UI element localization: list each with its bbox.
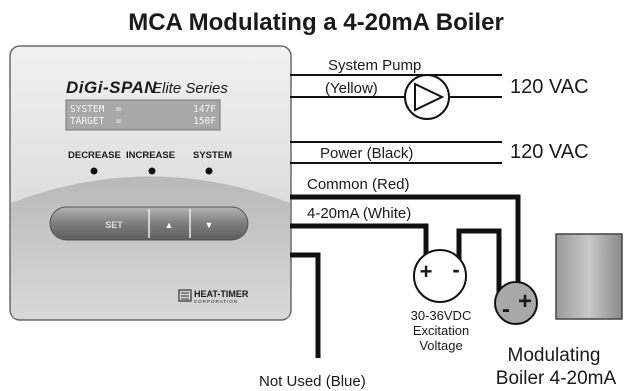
set-button[interactable] (60, 209, 148, 238)
boiler-label-line2: Boiler 4-20mA (496, 368, 617, 389)
power-wire-label: Power (Black) (320, 145, 413, 162)
power-supply-voltage: 120 VAC (510, 141, 589, 163)
pump-wire-color-label: (Yellow) (325, 80, 378, 97)
pump-symbol-icon (404, 74, 450, 120)
controller-unit: DiGi-SPAN Elite Series SYSTEM = 147F TAR… (9, 45, 292, 321)
lcd-target-label: TARGET = (70, 116, 122, 127)
up-arrow-icon: ▲ (165, 220, 174, 230)
not-used-wire-label: Not Used (Blue) (259, 373, 366, 390)
excitation-source: + - (413, 249, 467, 303)
boiler-terminal-block (494, 281, 538, 325)
down-button[interactable] (191, 209, 239, 238)
lcd-display (65, 99, 221, 131)
decrease-indicator-label: DECREASE (68, 150, 121, 161)
decrease-led (90, 167, 98, 175)
heat-timer-wordmark: HEAT-TIMER (194, 289, 249, 299)
heat-timer-logo: HEAT-TIMER CORPORATION (178, 289, 249, 304)
signal-wire-label: 4-20mA (White) (307, 205, 411, 222)
lcd-target-value: 150F (193, 116, 216, 127)
excitation-label: Excitation (413, 323, 469, 338)
common-wire-label: Common (Red) (307, 176, 410, 193)
lcd-system-value: 147F (193, 104, 216, 115)
digispan-logo: DiGi-SPAN (66, 78, 157, 97)
lcd-system-label: SYSTEM = (70, 104, 122, 115)
system-led (205, 167, 213, 175)
increase-indicator-label: INCREASE (126, 150, 175, 161)
system-indicator-label: SYSTEM (193, 150, 232, 161)
diagram-title: MCA Modulating a 4-20mA Boiler (128, 9, 504, 36)
boiler-minus-terminal: - (502, 296, 510, 323)
boiler-plus-terminal: + (518, 288, 532, 315)
system-pump-label: System Pump (328, 57, 421, 74)
excitation-voltage-label: 30-36VDC (411, 308, 472, 323)
pump-supply-voltage: 120 VAC (510, 76, 589, 98)
excitation-plus-terminal: + (420, 259, 433, 284)
boiler-label-line1: Modulating (508, 345, 601, 366)
heat-timer-corporation: CORPORATION (194, 299, 238, 304)
series-label: Elite Series (152, 80, 228, 97)
increase-led (148, 167, 156, 175)
down-arrow-icon: ▼ (205, 220, 214, 230)
voltage-label: Voltage (419, 338, 462, 353)
wires (290, 74, 521, 358)
boiler-unit: - + (494, 233, 623, 325)
boiler-cabinet (555, 233, 623, 320)
excitation-minus-terminal: - (452, 257, 459, 282)
set-button-label: SET (105, 220, 123, 230)
